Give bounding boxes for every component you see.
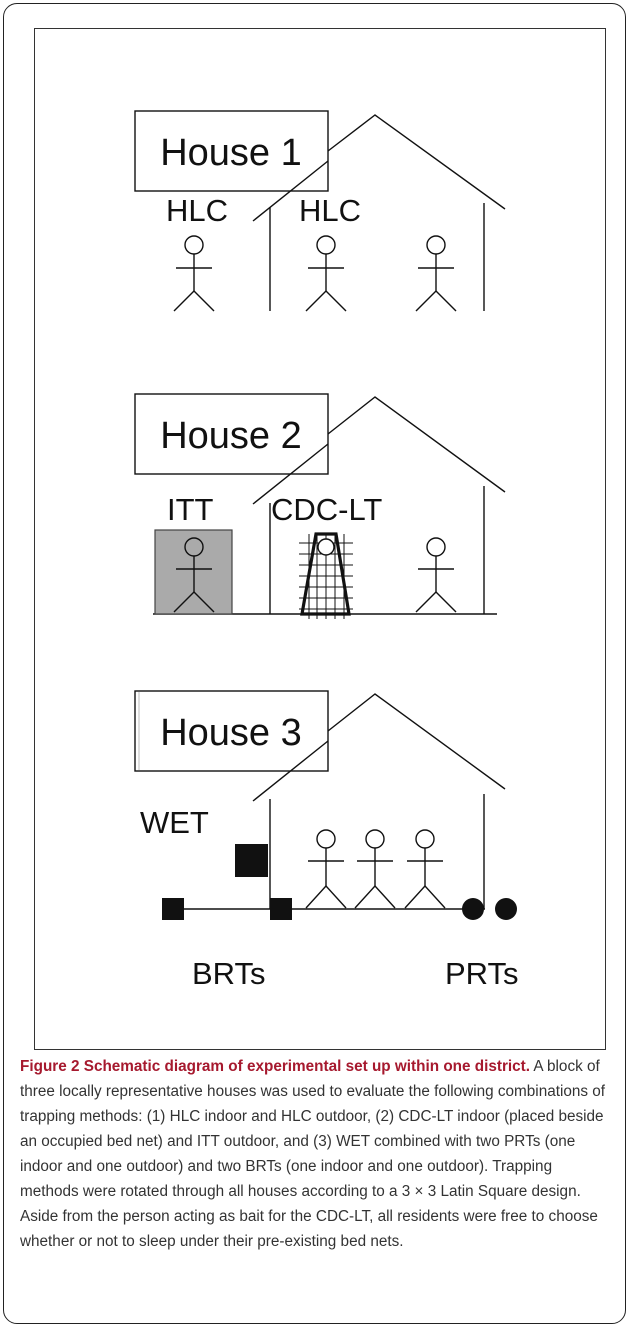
person-icon xyxy=(354,829,396,909)
house-3-label-box xyxy=(134,690,329,772)
person-icon xyxy=(173,537,215,613)
house-3-roof-right xyxy=(327,693,506,790)
prts-label: PRTs xyxy=(445,956,519,991)
house-3: House 3 WET BRTs PRTs xyxy=(134,690,519,991)
house-1-label: House 1 xyxy=(160,132,302,174)
figure-frame xyxy=(3,3,626,1324)
wet-label: WET xyxy=(140,805,209,840)
diagram-svg: House 1 HLC HLC Ho xyxy=(134,110,519,991)
brt-outdoor xyxy=(162,898,184,920)
figure-caption: Figure 2 Schematic diagram of experiment… xyxy=(20,1054,610,1254)
person-icon xyxy=(415,537,457,613)
house-1: House 1 HLC HLC xyxy=(134,110,506,312)
bed-net xyxy=(299,532,353,619)
brts-label: BRTs xyxy=(192,956,266,991)
person-icon xyxy=(415,235,457,312)
house-1-trap-outdoor-label: HLC xyxy=(166,193,228,228)
prt-indoor xyxy=(462,898,484,920)
house-2-label-box xyxy=(134,393,329,475)
caption-body: A block of three locally representative … xyxy=(20,1058,606,1250)
person-icon xyxy=(173,235,215,312)
caption-title: Figure 2 Schematic diagram of experiment… xyxy=(20,1058,531,1075)
house-1-label-box xyxy=(134,110,329,192)
house-3-roof-left xyxy=(252,740,329,802)
house-2-trap-indoor-label: CDC-LT xyxy=(271,492,382,527)
brt-indoor xyxy=(270,898,292,920)
prt-outdoor xyxy=(495,898,517,920)
house-1-roof-left xyxy=(252,160,329,222)
house-3-label: House 3 xyxy=(160,712,302,754)
house-1-trap-indoor-label: HLC xyxy=(299,193,361,228)
diagram-panel: House 1 HLC HLC Ho xyxy=(34,28,606,1050)
person-icon xyxy=(305,235,347,312)
house-2: House 2 ITT CDC-LT xyxy=(134,393,506,619)
person-icon xyxy=(305,829,347,909)
house-1-roof-right xyxy=(327,114,506,210)
wet-trap xyxy=(235,844,268,877)
house-2-roof-left xyxy=(252,443,329,505)
person-icon xyxy=(404,829,446,909)
house-2-trap-outdoor-label: ITT xyxy=(167,492,214,527)
house-2-label: House 2 xyxy=(160,415,302,457)
house-2-roof-right xyxy=(327,396,506,493)
